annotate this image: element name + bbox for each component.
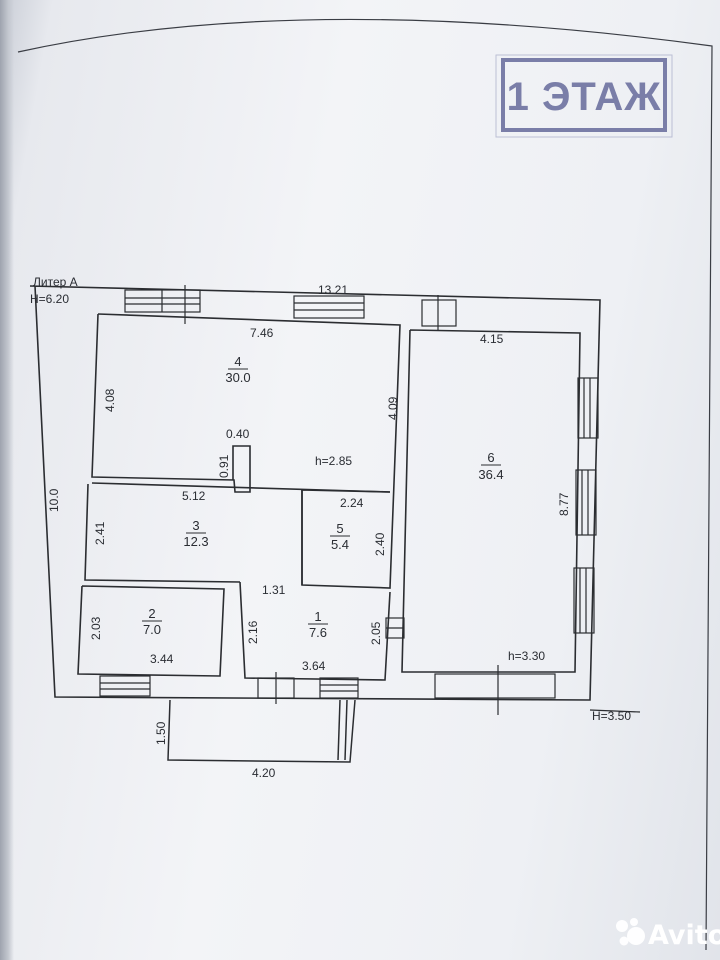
avito-text: Avito — [648, 920, 720, 951]
window-right-1 — [577, 377, 599, 439]
room5-dim-right: 2.40 — [373, 532, 387, 556]
porch-dim-width: 4.20 — [252, 766, 276, 780]
room1-number: 1 — [314, 609, 321, 624]
room3-number: 3 — [192, 518, 199, 533]
room6-area: 36.4 — [478, 467, 503, 482]
avito-dot-purple — [630, 918, 638, 926]
avito-dot-red — [616, 920, 628, 932]
overall-top-length: 13.21 — [318, 283, 348, 297]
room1-dim-left: 2.16 — [246, 620, 260, 644]
floor-stamp: 1 ЭТАЖ — [495, 54, 673, 138]
labels: Литер А H=6.20 13.21 10.0 H=3.50 7.46 4 … — [30, 275, 631, 780]
room3-area: 12.3 — [183, 534, 208, 549]
annex-height: H=3.50 — [592, 709, 631, 723]
avito-watermark: Avito — [616, 918, 720, 951]
room4-ceiling: h=2.85 — [315, 454, 352, 468]
room6-dim-right: 8.77 — [557, 492, 571, 516]
room6-dim-top: 4.15 — [480, 332, 504, 346]
window-top-right — [421, 299, 457, 327]
window-bottom-mid2 — [319, 677, 359, 699]
room5-number: 5 — [336, 521, 343, 536]
liter-label: Литер А — [33, 275, 78, 289]
window-right-2 — [575, 469, 597, 536]
room1-dim-bottom: 3.64 — [302, 659, 326, 673]
room5-dim-top: 2.24 — [340, 496, 364, 510]
room2-dim-left: 2.03 — [89, 616, 103, 640]
room6-ceiling: h=3.30 — [508, 649, 545, 663]
room4-dim-top: 7.46 — [250, 326, 274, 340]
room3-dim-top: 5.12 — [182, 489, 206, 503]
outer-walls — [29, 285, 601, 701]
porch — [167, 699, 356, 763]
window-bottom-right — [434, 673, 556, 699]
room4-dim-left: 4.08 — [103, 388, 117, 412]
room5-area: 5.4 — [331, 537, 349, 552]
porch-dim-depth: 1.50 — [154, 721, 168, 745]
window-top-mid — [293, 295, 365, 319]
room4-number: 4 — [234, 354, 241, 369]
room1-dim-right: 2.05 — [369, 621, 383, 645]
windows — [99, 285, 599, 715]
window-bottom-left — [99, 675, 151, 697]
sheet-border — [17, 18, 713, 951]
room4-dim-right: 4.09 — [386, 396, 400, 420]
room6-number: 6 — [487, 450, 494, 465]
avito-dot-green — [619, 936, 629, 946]
room1-dim-top: 1.31 — [262, 583, 286, 597]
sheet-edge — [0, 0, 14, 960]
room3-dim-left: 2.41 — [93, 521, 107, 545]
window-right-3 — [573, 567, 595, 634]
room1-area: 7.6 — [309, 625, 327, 640]
room2-area: 7.0 — [143, 622, 161, 637]
room2-dim-bottom: 3.44 — [150, 652, 174, 666]
annex-line — [589, 709, 641, 713]
room2-number: 2 — [148, 606, 155, 621]
overall-left-length: 10.0 — [47, 488, 61, 512]
room4-area: 30.0 — [225, 370, 250, 385]
room4-dim-niche-width: 0.40 — [226, 427, 250, 441]
room4-dim-niche-depth: 0.91 — [217, 454, 231, 478]
building-height: H=6.20 — [30, 292, 69, 306]
stamp-text: 1 ЭТАЖ — [507, 75, 662, 119]
avito-dot-blue — [627, 927, 645, 945]
